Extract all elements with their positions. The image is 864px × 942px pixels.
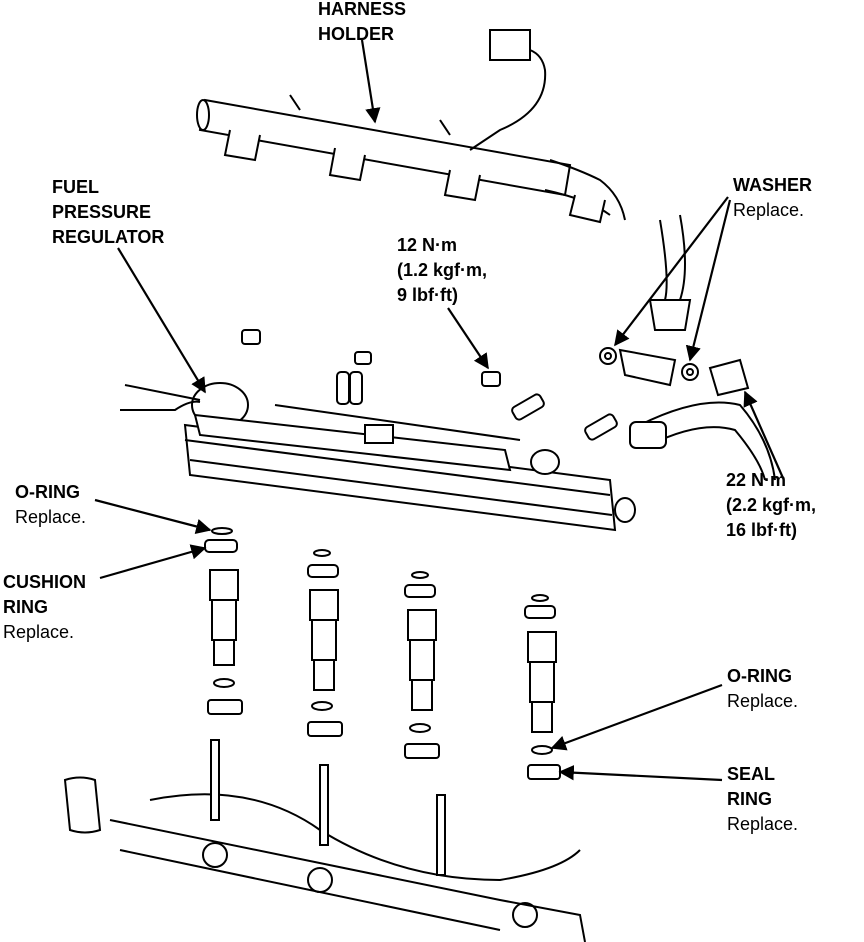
harness-holder: [197, 30, 625, 222]
fuel-rail: [120, 383, 635, 530]
torque-spec-22: 22 N·m (2.2 kgf·m, 16 lbf·ft): [726, 470, 817, 540]
cushion-ring-label: CUSHION RING Replace.: [3, 572, 87, 642]
harness-holder-label: HARNESS HOLDER: [318, 0, 407, 44]
o-ring-right-label: O-RING Replace.: [727, 666, 799, 711]
intake-manifold: [65, 740, 585, 942]
small-parts: [242, 330, 618, 441]
injectors: [205, 528, 560, 779]
leader-arrows: [95, 40, 783, 780]
return-line: [600, 215, 775, 480]
fuel-pressure-regulator-label: FUEL PRESSURE REGULATOR: [52, 177, 165, 247]
o-ring-left-label: O-RING Replace.: [15, 482, 87, 527]
seal-ring-label: SEAL RING Replace.: [727, 764, 799, 834]
washer-label: WASHER Replace.: [733, 175, 813, 220]
torque-spec-12: 12 N·m (1.2 kgf·m, 9 lbf·ft): [397, 235, 488, 305]
